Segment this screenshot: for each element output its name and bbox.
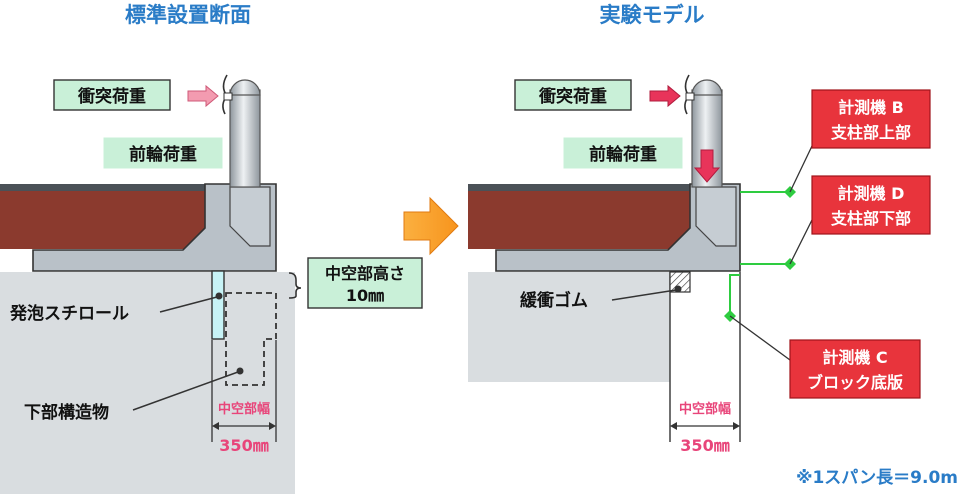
left-substructure-label: 下部構造物: [24, 402, 109, 423]
left-substructure-leader: [132, 371, 239, 411]
right-section: 衝突荷重 前輪荷重 緩衝ゴム 中空部幅 350㎜ 計測機 B 支柱部上部 計測機…: [468, 74, 931, 455]
right-ground: [468, 272, 670, 382]
gauge-b-box: 計測機 B 支柱部上部: [811, 89, 931, 149]
left-block-inner: [229, 186, 271, 247]
right-wheel-label-box: [563, 137, 683, 169]
left-impact-label-box: [53, 79, 171, 111]
left-post-cap: [229, 79, 261, 96]
right-wheel-arrow: [693, 149, 721, 183]
left-hollow-height-box: [307, 257, 423, 309]
left-post: [229, 89, 261, 188]
span-note: ※1スパン長＝9.0m: [796, 468, 958, 488]
right-title: 実験モデル: [600, 3, 705, 27]
right-impact-label-box: [514, 79, 632, 111]
left-height-bracket: [288, 272, 302, 299]
left-pavement: [0, 191, 210, 249]
left-concrete-block: [32, 183, 277, 272]
left-styrofoam: [211, 270, 225, 340]
left-styrofoam-label: 発泡スチロール: [9, 303, 129, 324]
left-wheel-label: 前輪荷重: [129, 144, 197, 165]
right-pavement: [468, 191, 690, 249]
right-concrete-block: [495, 183, 741, 272]
left-wheel-label-box: [103, 137, 223, 169]
gauge-d-line1: 計測機 D: [838, 184, 905, 203]
gauge-d-line2: 支柱部下部: [830, 209, 911, 228]
gauge-c-line: [729, 274, 740, 316]
left-hollow-height-line1: 中空部高さ: [325, 264, 405, 283]
left-styrofoam-dot: [215, 292, 223, 300]
right-rubber: [669, 271, 691, 293]
left-hollow-width-label: 中空部幅: [218, 401, 270, 417]
right-dim-head-l: [670, 422, 677, 430]
left-dim-head-r: [269, 422, 276, 430]
right-impact-label: 衝突荷重: [538, 86, 607, 107]
right-dim-head-r: [733, 422, 740, 430]
right-block-inner: [695, 186, 737, 247]
left-dimension-label: 350㎜: [219, 436, 268, 455]
gauge-b-line2: 支柱部上部: [830, 123, 911, 142]
right-rubber-leader: [611, 289, 677, 301]
right-rubber-dot: [674, 285, 682, 293]
transition-arrow: [403, 196, 459, 256]
left-title: 標準設置断面: [125, 3, 251, 27]
left-styrofoam-leader: [159, 296, 218, 313]
right-bracket: [685, 92, 695, 101]
left-bracket: [223, 92, 233, 101]
left-ground: [0, 272, 295, 494]
left-section: 衝突荷重 前輪荷重 中空部高さ 10㎜ 発泡スチロール 下部構造物 中空部幅 3…: [0, 74, 423, 494]
gauge-c-connector: [729, 315, 791, 361]
right-rubber-label: 緩衝ゴム: [520, 290, 588, 311]
gauge-b-line1: 計測機 B: [838, 98, 904, 117]
left-dim-head-l: [212, 422, 219, 430]
gauge-c-line2: ブロック底版: [807, 373, 903, 392]
right-post-cap: [691, 79, 723, 96]
gauge-c-box: 計測機 C ブロック底版: [789, 339, 921, 399]
left-impact-label: 衝突荷重: [77, 86, 146, 107]
right-pavement-top: [468, 184, 690, 191]
left-impact-arrow: [187, 84, 219, 108]
left-substructure-dot: [236, 367, 244, 375]
gauge-b-connector: [789, 145, 813, 193]
left-hollow-outline: [225, 292, 277, 386]
right-wheel-label: 前輪荷重: [589, 144, 657, 165]
gauge-d-connector: [789, 219, 813, 265]
gauge-c-line1: 計測機 C: [822, 348, 887, 367]
gauge-d-box: 計測機 D 支柱部下部: [811, 175, 931, 235]
left-pavement-top: [0, 184, 210, 191]
right-hollow-width-label: 中空部幅: [679, 401, 731, 417]
left-hollow-height-line2: 10㎜: [346, 286, 384, 305]
right-impact-arrow: [649, 84, 681, 108]
right-dimension-label: 350㎜: [680, 436, 729, 455]
